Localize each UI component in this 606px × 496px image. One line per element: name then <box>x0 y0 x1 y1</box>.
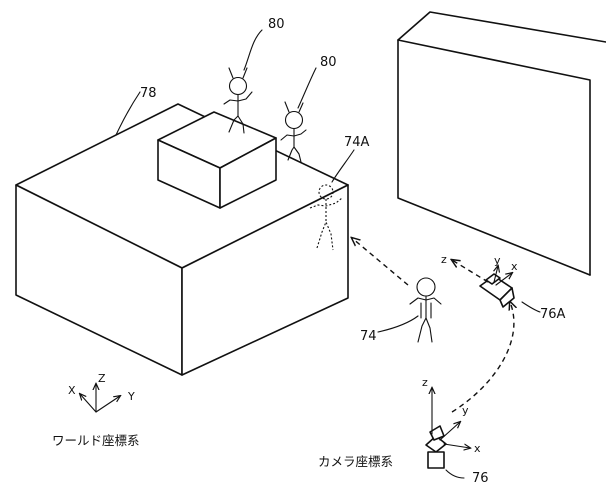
world-axes <box>80 384 120 413</box>
camera-move-arrow <box>451 302 514 413</box>
camera-76A <box>452 260 515 308</box>
virtual-character-80-right <box>280 101 307 163</box>
projected-figure-74A <box>309 184 343 251</box>
world-y-label: Y <box>127 390 135 403</box>
camera-x-label: x <box>474 442 481 455</box>
camera-a-z-label: z <box>441 253 447 266</box>
label-74: 74 <box>360 329 377 344</box>
camera-a-x-label: x <box>511 260 518 273</box>
camera-z-label: z <box>422 376 428 389</box>
gaze-arrow <box>352 238 409 286</box>
background-wall <box>397 11 606 276</box>
world-x-label: X <box>68 384 76 397</box>
small-box <box>157 111 277 209</box>
label-74A: 74A <box>344 135 370 150</box>
camera-a-y-label: y <box>494 254 501 267</box>
world-z-label: Z <box>98 372 106 385</box>
label-80-right: 80 <box>320 55 337 70</box>
label-78: 78 <box>140 86 157 101</box>
world-coordinate-caption: ワールド座標系 <box>52 433 140 448</box>
label-76A: 76A <box>540 307 566 322</box>
camera-76 <box>425 388 470 469</box>
camera-y-label: y <box>462 404 469 417</box>
player-74 <box>409 277 442 343</box>
camera-coordinate-caption: カメラ座標系 <box>318 454 393 469</box>
leader-lines <box>115 29 541 479</box>
virtual-character-80-left <box>223 67 253 134</box>
label-80-left: 80 <box>268 17 285 32</box>
label-76: 76 <box>472 471 489 486</box>
